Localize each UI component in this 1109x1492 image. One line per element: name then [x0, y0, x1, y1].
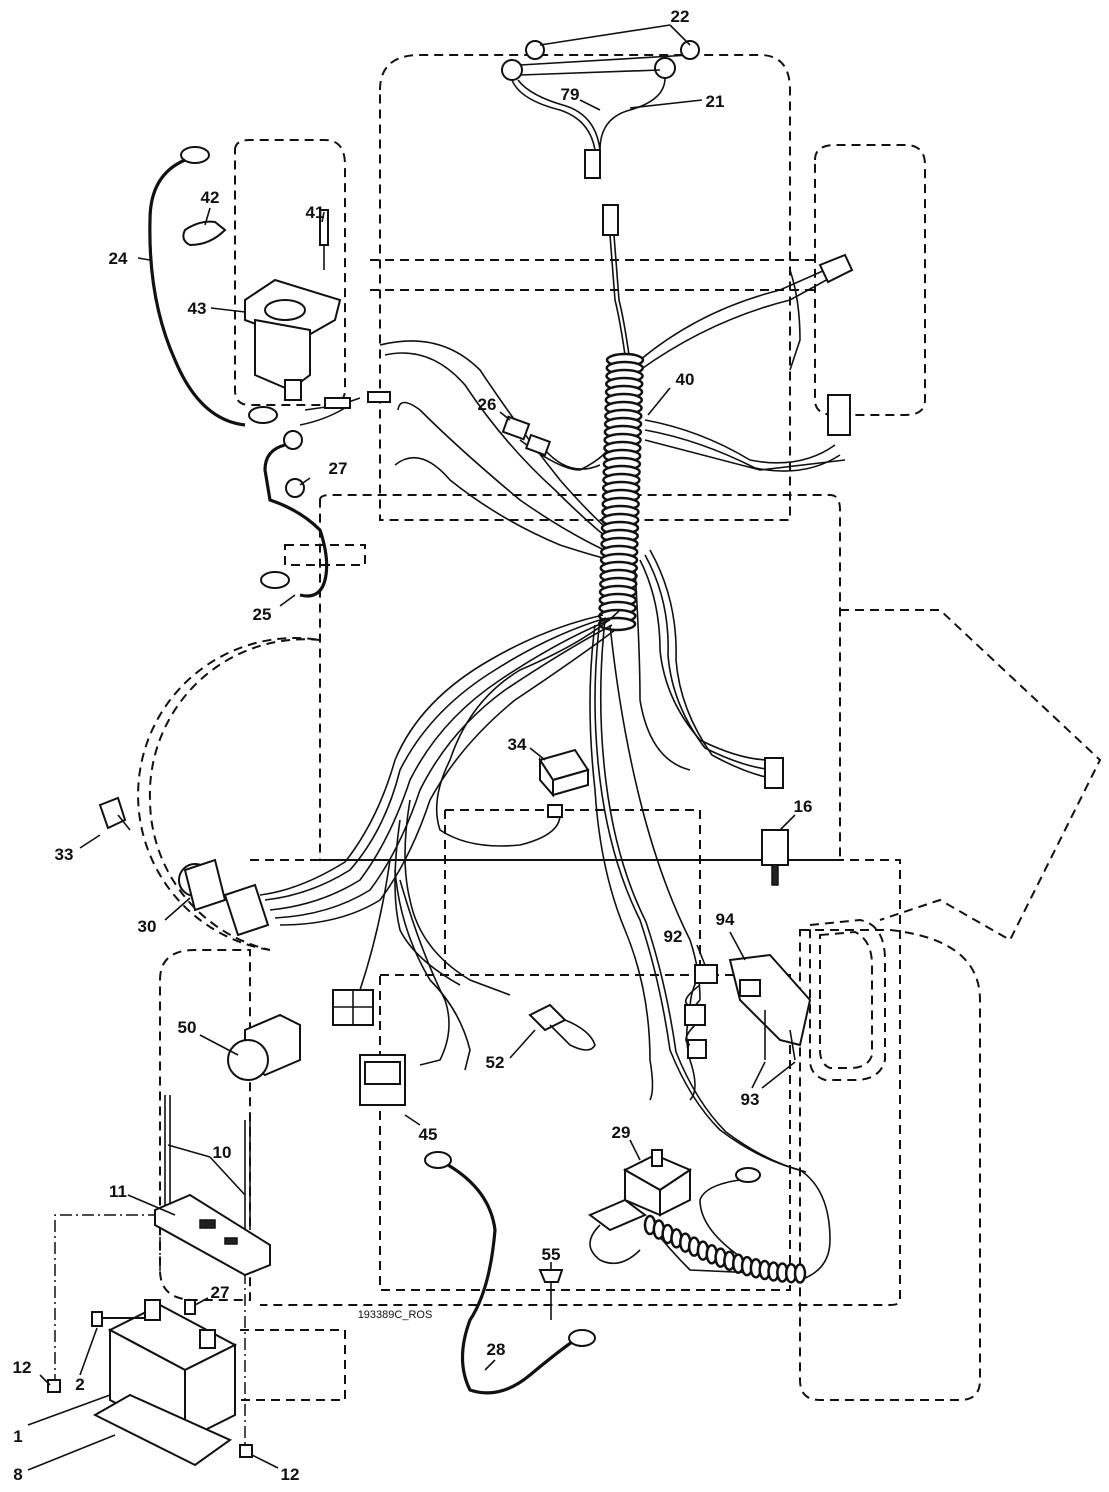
- callout-24: 24: [109, 249, 128, 268]
- ignition-area: [148, 146, 391, 598]
- callout-12-right: 12: [281, 1465, 300, 1484]
- callout-52: 52: [486, 1053, 505, 1072]
- callout-41: 41: [306, 203, 325, 222]
- callout-92: 92: [664, 927, 683, 946]
- callout-27-upper: 27: [329, 459, 348, 478]
- callout-22: 22: [671, 7, 690, 26]
- coiled-cable: [643, 1214, 807, 1284]
- battery-cables: [424, 1151, 596, 1395]
- callout-29: 29: [612, 1123, 631, 1142]
- callout-79: 79: [561, 85, 580, 104]
- coil-turn: [793, 1263, 807, 1284]
- callout-40: 40: [676, 370, 695, 389]
- callout-93: 93: [741, 1090, 760, 1109]
- callout-21: 21: [706, 92, 725, 111]
- callout-labels: 22 79 21 24 42 41 43 40 26 27 25 34 16 3…: [13, 7, 813, 1484]
- callout-42: 42: [201, 188, 220, 207]
- headlight-harness: [501, 40, 700, 356]
- callout-25: 25: [253, 605, 272, 624]
- callout-33: 33: [55, 845, 74, 864]
- callout-34: 34: [508, 735, 527, 754]
- callout-1: 1: [13, 1427, 22, 1446]
- components: [98, 748, 812, 1276]
- harness-branches: [259, 549, 831, 1281]
- callout-10: 10: [213, 1143, 232, 1162]
- callout-26: 26: [478, 395, 497, 414]
- callout-28: 28: [487, 1340, 506, 1359]
- main-harness: [379, 253, 854, 563]
- callout-45: 45: [419, 1125, 438, 1144]
- callout-16: 16: [794, 797, 813, 816]
- tractor-outline: [137, 54, 1102, 1401]
- drawing-code: 193389C_ROS: [358, 1309, 433, 1321]
- callout-43: 43: [188, 299, 207, 318]
- callout-94: 94: [716, 910, 735, 929]
- callout-50: 50: [178, 1018, 197, 1037]
- leader-lines: [27, 24, 796, 1471]
- coiled-loom: [597, 352, 645, 632]
- callout-11: 11: [109, 1182, 127, 1201]
- callout-12-left: 12: [13, 1358, 32, 1377]
- callout-2: 2: [75, 1375, 84, 1394]
- callout-30: 30: [138, 917, 157, 936]
- callout-55: 55: [542, 1245, 561, 1264]
- battery-assembly: [47, 1095, 271, 1467]
- callout-27-lower: 27: [211, 1283, 230, 1302]
- callout-8: 8: [13, 1465, 22, 1484]
